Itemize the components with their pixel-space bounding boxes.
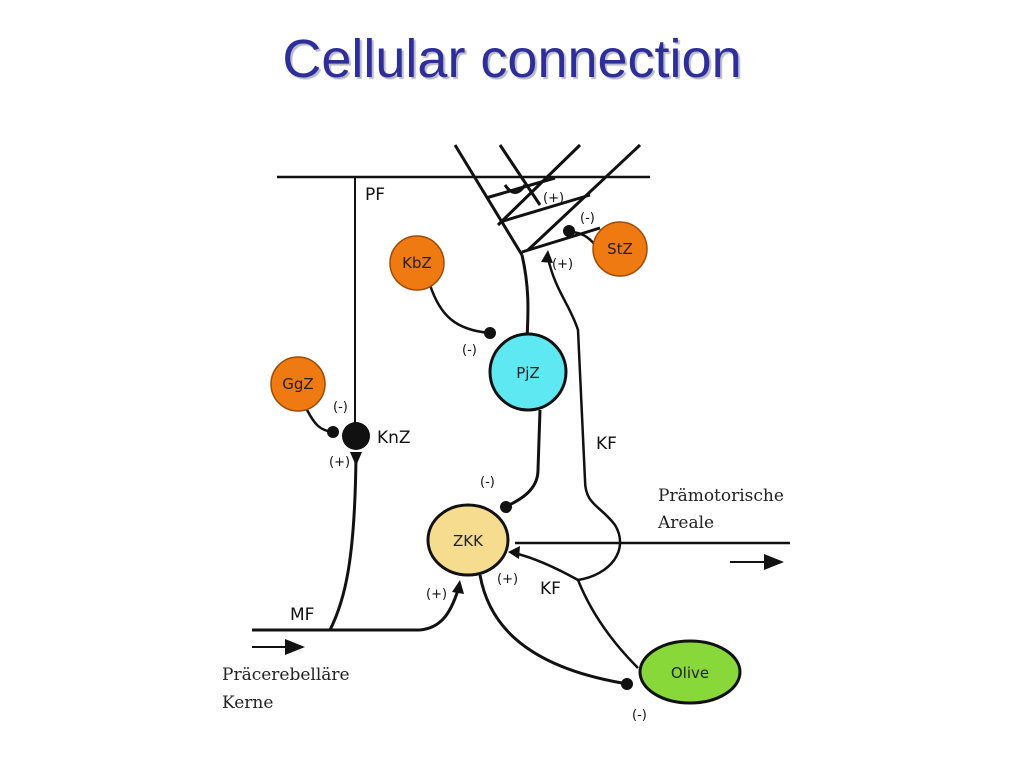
sign-pjz-zkk-minus: (-) xyxy=(480,475,495,490)
premotor-label-line2: Areale xyxy=(657,513,714,533)
node-olive-label: Olive xyxy=(671,664,709,682)
parallel-fiber-tract xyxy=(277,175,650,430)
sign-ggz-minus: (-) xyxy=(333,400,348,415)
stz-dendrite-synapse xyxy=(563,225,575,237)
node-ggz: GgZ xyxy=(270,356,326,412)
kbz-to-pjz-axon xyxy=(428,284,491,335)
mossy-fiber xyxy=(252,454,460,632)
pjz-zkk-synapse xyxy=(500,501,512,513)
sign-kbz-minus: (-) xyxy=(462,343,477,358)
precerebellar-label-line1: Präcerebelläre xyxy=(222,665,350,685)
pf-label: PF xyxy=(365,185,385,205)
climbing-fiber xyxy=(546,257,639,669)
kf-collateral-to-zkk xyxy=(513,551,579,582)
zkk-to-olive-axon xyxy=(478,574,623,685)
sign-kf-zkk-plus: (+) xyxy=(497,572,518,587)
node-stz: StZ xyxy=(592,221,648,277)
node-pjz-label: PjZ xyxy=(516,364,540,382)
node-zkk: ZKK xyxy=(426,503,510,577)
mf-label: MF xyxy=(290,605,314,625)
kbz-pjz-synapse xyxy=(484,327,496,339)
mf-to-knz-arrowhead xyxy=(350,452,362,466)
sign-kf-plus: (+) xyxy=(552,257,573,272)
node-zkk-label: ZKK xyxy=(453,532,484,550)
node-kbz-label: KbZ xyxy=(402,254,432,272)
mf-to-zkk-arrowhead xyxy=(452,580,464,594)
sign-zkk-olive-minus: (-) xyxy=(632,708,647,723)
node-knz: KnZ xyxy=(342,422,411,450)
node-pjz: PjZ xyxy=(488,332,568,412)
node-olive: Olive xyxy=(638,639,742,705)
kf-arrowhead-top xyxy=(541,250,553,263)
sign-stz-minus: (-) xyxy=(580,211,595,226)
node-stz-label: StZ xyxy=(607,240,633,258)
purkinje-dendrite-tree xyxy=(453,143,642,256)
sign-mf-zkk-plus: (+) xyxy=(426,587,447,602)
node-ggz-label: GgZ xyxy=(282,375,313,393)
zkk-olive-synapse xyxy=(621,678,633,690)
node-knz-label: KnZ xyxy=(377,428,411,448)
pjz-to-zkk-axon xyxy=(506,409,542,508)
precerebellar-label-line2: Kerne xyxy=(222,693,273,713)
sign-mf-knz-plus: (+) xyxy=(329,455,350,470)
kf-zkk-arrowhead xyxy=(508,546,520,559)
kf-upper-label: KF xyxy=(596,434,617,454)
slide-title: Cellular connection xyxy=(282,29,742,89)
purkinje-trunk xyxy=(520,254,530,341)
ggz-knz-synapse xyxy=(327,426,339,438)
sign-dendrite-plus: (+) xyxy=(543,191,564,206)
kf-lower-label: KF xyxy=(540,579,561,599)
node-kbz: KbZ xyxy=(389,235,445,291)
premotor-label-line1: Prämotorische xyxy=(658,486,784,506)
